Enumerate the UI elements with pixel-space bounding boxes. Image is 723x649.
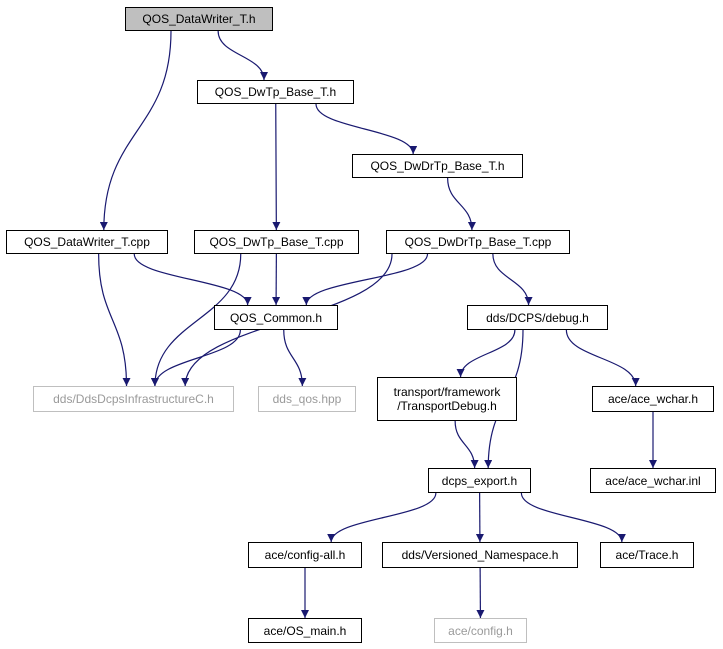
edge-qos_dwdrtp_base_t_h-to-qos_dwdrtp_base_t_cpp <box>447 177 476 231</box>
node-ace-config-all-h[interactable]: ace/config-all.h <box>248 542 362 568</box>
edge-qos_common_h-to-dds_dcpsinfrastructurec_h <box>150 329 241 387</box>
edge-dcps_export_h-to-ace_trace_h <box>520 492 626 543</box>
node-qos-dwdrtp-base-t-cpp[interactable]: QOS_DwDrTp_Base_T.cpp <box>386 230 570 254</box>
edge-qos_common_h-to-dds_qos_hpp <box>283 329 307 387</box>
node-label-line-2: /TransportDebug.h <box>397 399 497 413</box>
edge-qos_dwdrtp_base_t_cpp-to-qos_common_h <box>302 253 429 306</box>
node-label: dds/Versioned_Namespace.h <box>401 548 559 562</box>
edge-qos_datawriter_t_h-to-qos_dwtp_base_t_h <box>217 30 269 81</box>
node-label: ace/config-all.h <box>264 548 346 562</box>
node-label: QOS_DwDrTp_Base_T.h <box>370 159 505 173</box>
node-qos-dwtp-base-t-cpp[interactable]: QOS_DwTp_Base_T.cpp <box>194 230 359 254</box>
edge-dds_dcps_debug_h-to-transportdebug <box>456 329 516 378</box>
node-label: ace/OS_main.h <box>263 623 347 638</box>
node-label: ace/Trace.h <box>615 548 679 562</box>
edge-qos_datawriter_t_h-to-qos_datawriter_t_cpp <box>99 30 172 231</box>
node-label: dds_qos.hpp <box>272 392 342 406</box>
edge-qos_dwtp_base_t_h-to-qos_dwdrtp_base_t_h <box>315 103 418 155</box>
node-ace-trace-h[interactable]: ace/Trace.h <box>600 542 694 568</box>
node-label: QOS_DwTp_Base_T.h <box>214 85 337 99</box>
node-dds-dcpsinfrastructurec-h[interactable]: dds/DdsDcpsInfrastructureC.h <box>33 386 234 412</box>
node-label: QOS_DataWriter_T.cpp <box>24 235 150 249</box>
node-qos-datawriter-t-cpp[interactable]: QOS_DataWriter_T.cpp <box>6 230 168 254</box>
edge-dcps_export_h-to-ace_config_all_h <box>327 492 437 543</box>
node-label: QOS_DwTp_Base_T.cpp <box>209 235 344 249</box>
edge-transportdebug-to-dcps_export_h <box>454 420 479 469</box>
node-ace-config-h[interactable]: ace/config.h <box>434 618 527 643</box>
edge-qos_dwtp_base_t_cpp-to-dds_dcpsinfrastructurec_h <box>150 253 242 387</box>
node-label: dcps_export.h <box>441 473 518 488</box>
node-ace-wchar-h[interactable]: ace/ace_wchar.h <box>592 386 714 412</box>
node-dcps-export-h[interactable]: dcps_export.h <box>428 468 531 493</box>
node-transport-framework-transportdebug-h[interactable]: transport/framework /TransportDebug.h <box>377 377 517 421</box>
node-dds-qos-hpp[interactable]: dds_qos.hpp <box>258 386 356 412</box>
node-label: QOS_Common.h <box>229 310 323 325</box>
node-qos-dwtp-base-t-h[interactable]: QOS_DwTp_Base_T.h <box>197 80 354 104</box>
node-dds-dcps-debug-h[interactable]: dds/DCPS/debug.h <box>467 305 608 330</box>
node-ace-os-main-h[interactable]: ace/OS_main.h <box>248 618 362 643</box>
edge-qos_dwtp_base_t_h-to-qos_dwtp_base_t_cpp <box>272 103 281 231</box>
node-dds-versioned-namespace-h[interactable]: dds/Versioned_Namespace.h <box>382 542 578 568</box>
node-label: QOS_DataWriter_T.h <box>142 12 256 26</box>
node-label: ace/config.h <box>448 623 513 638</box>
node-label: dds/DdsDcpsInfrastructureC.h <box>53 392 214 406</box>
edge-qos_dwdrtp_base_t_cpp-to-dds_dcps_debug_h <box>492 253 533 306</box>
edge-qos_datawriter_t_cpp-to-dds_dcpsinfrastructurec_h <box>98 253 131 387</box>
edge-qos_datawriter_t_cpp-to-qos_common_h <box>133 253 252 306</box>
node-label: dds/DCPS/debug.h <box>486 310 589 325</box>
node-qos-dwdrtp-base-t-h[interactable]: QOS_DwDrTp_Base_T.h <box>352 154 523 178</box>
node-label: ace/ace_wchar.inl <box>605 473 701 488</box>
node-qos-datawriter-t-h[interactable]: QOS_DataWriter_T.h <box>125 7 273 31</box>
node-ace-wchar-inl[interactable]: ace/ace_wchar.inl <box>590 468 716 493</box>
node-label-line-1: transport/framework <box>393 385 501 399</box>
node-label: QOS_DwDrTp_Base_T.cpp <box>404 235 552 249</box>
node-qos-common-h[interactable]: QOS_Common.h <box>214 305 338 330</box>
node-label: ace/ace_wchar.h <box>607 392 699 406</box>
edge-dds_dcps_debug_h-to-ace_wchar_h <box>565 329 640 387</box>
